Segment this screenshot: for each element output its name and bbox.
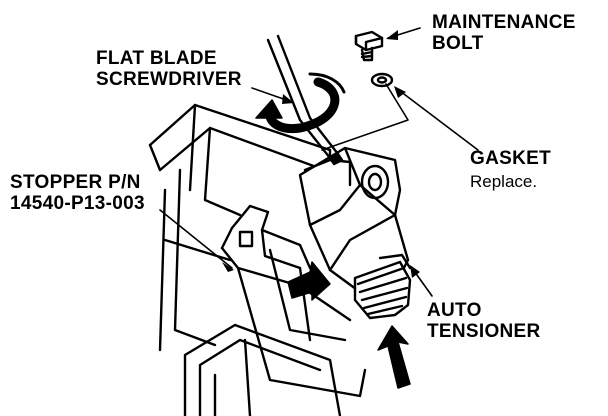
label-line: TENSIONER [427,321,541,342]
label-line: AUTO [427,300,482,321]
leader-arrowheads [222,30,420,278]
maintenance-bolt [354,30,384,62]
screwdriver-label: FLAT BLADE SCREWDRIVER [96,48,242,90]
rotation-arrow-icon [255,72,346,134]
label-line: FLAT BLADE [96,48,217,69]
leader-lines [159,27,479,297]
lower-housing [183,323,342,416]
maintenance-bolt-label: MAINTENANCE BOLT [432,12,576,54]
stopper-label: STOPPER P/N 14540-P13-003 [10,172,145,214]
push-arrow-icon [287,261,331,301]
gasket-label: GASKET [470,148,551,169]
label-line: 14540-P13-003 [10,193,145,214]
push-arrow-icon [377,325,411,389]
label-line: SCREWDRIVER [96,69,242,90]
gasket [370,72,394,88]
auto-tensioner-body [298,146,412,320]
label-line: BOLT [432,33,484,54]
screwdriver [266,34,344,166]
gasket-note: Replace. [470,172,538,191]
label-line: STOPPER P/N [10,172,141,193]
engine-bracket [148,103,332,352]
auto-tensioner-label: AUTO TENSIONER [427,300,541,342]
label-line: MAINTENANCE [432,12,576,33]
